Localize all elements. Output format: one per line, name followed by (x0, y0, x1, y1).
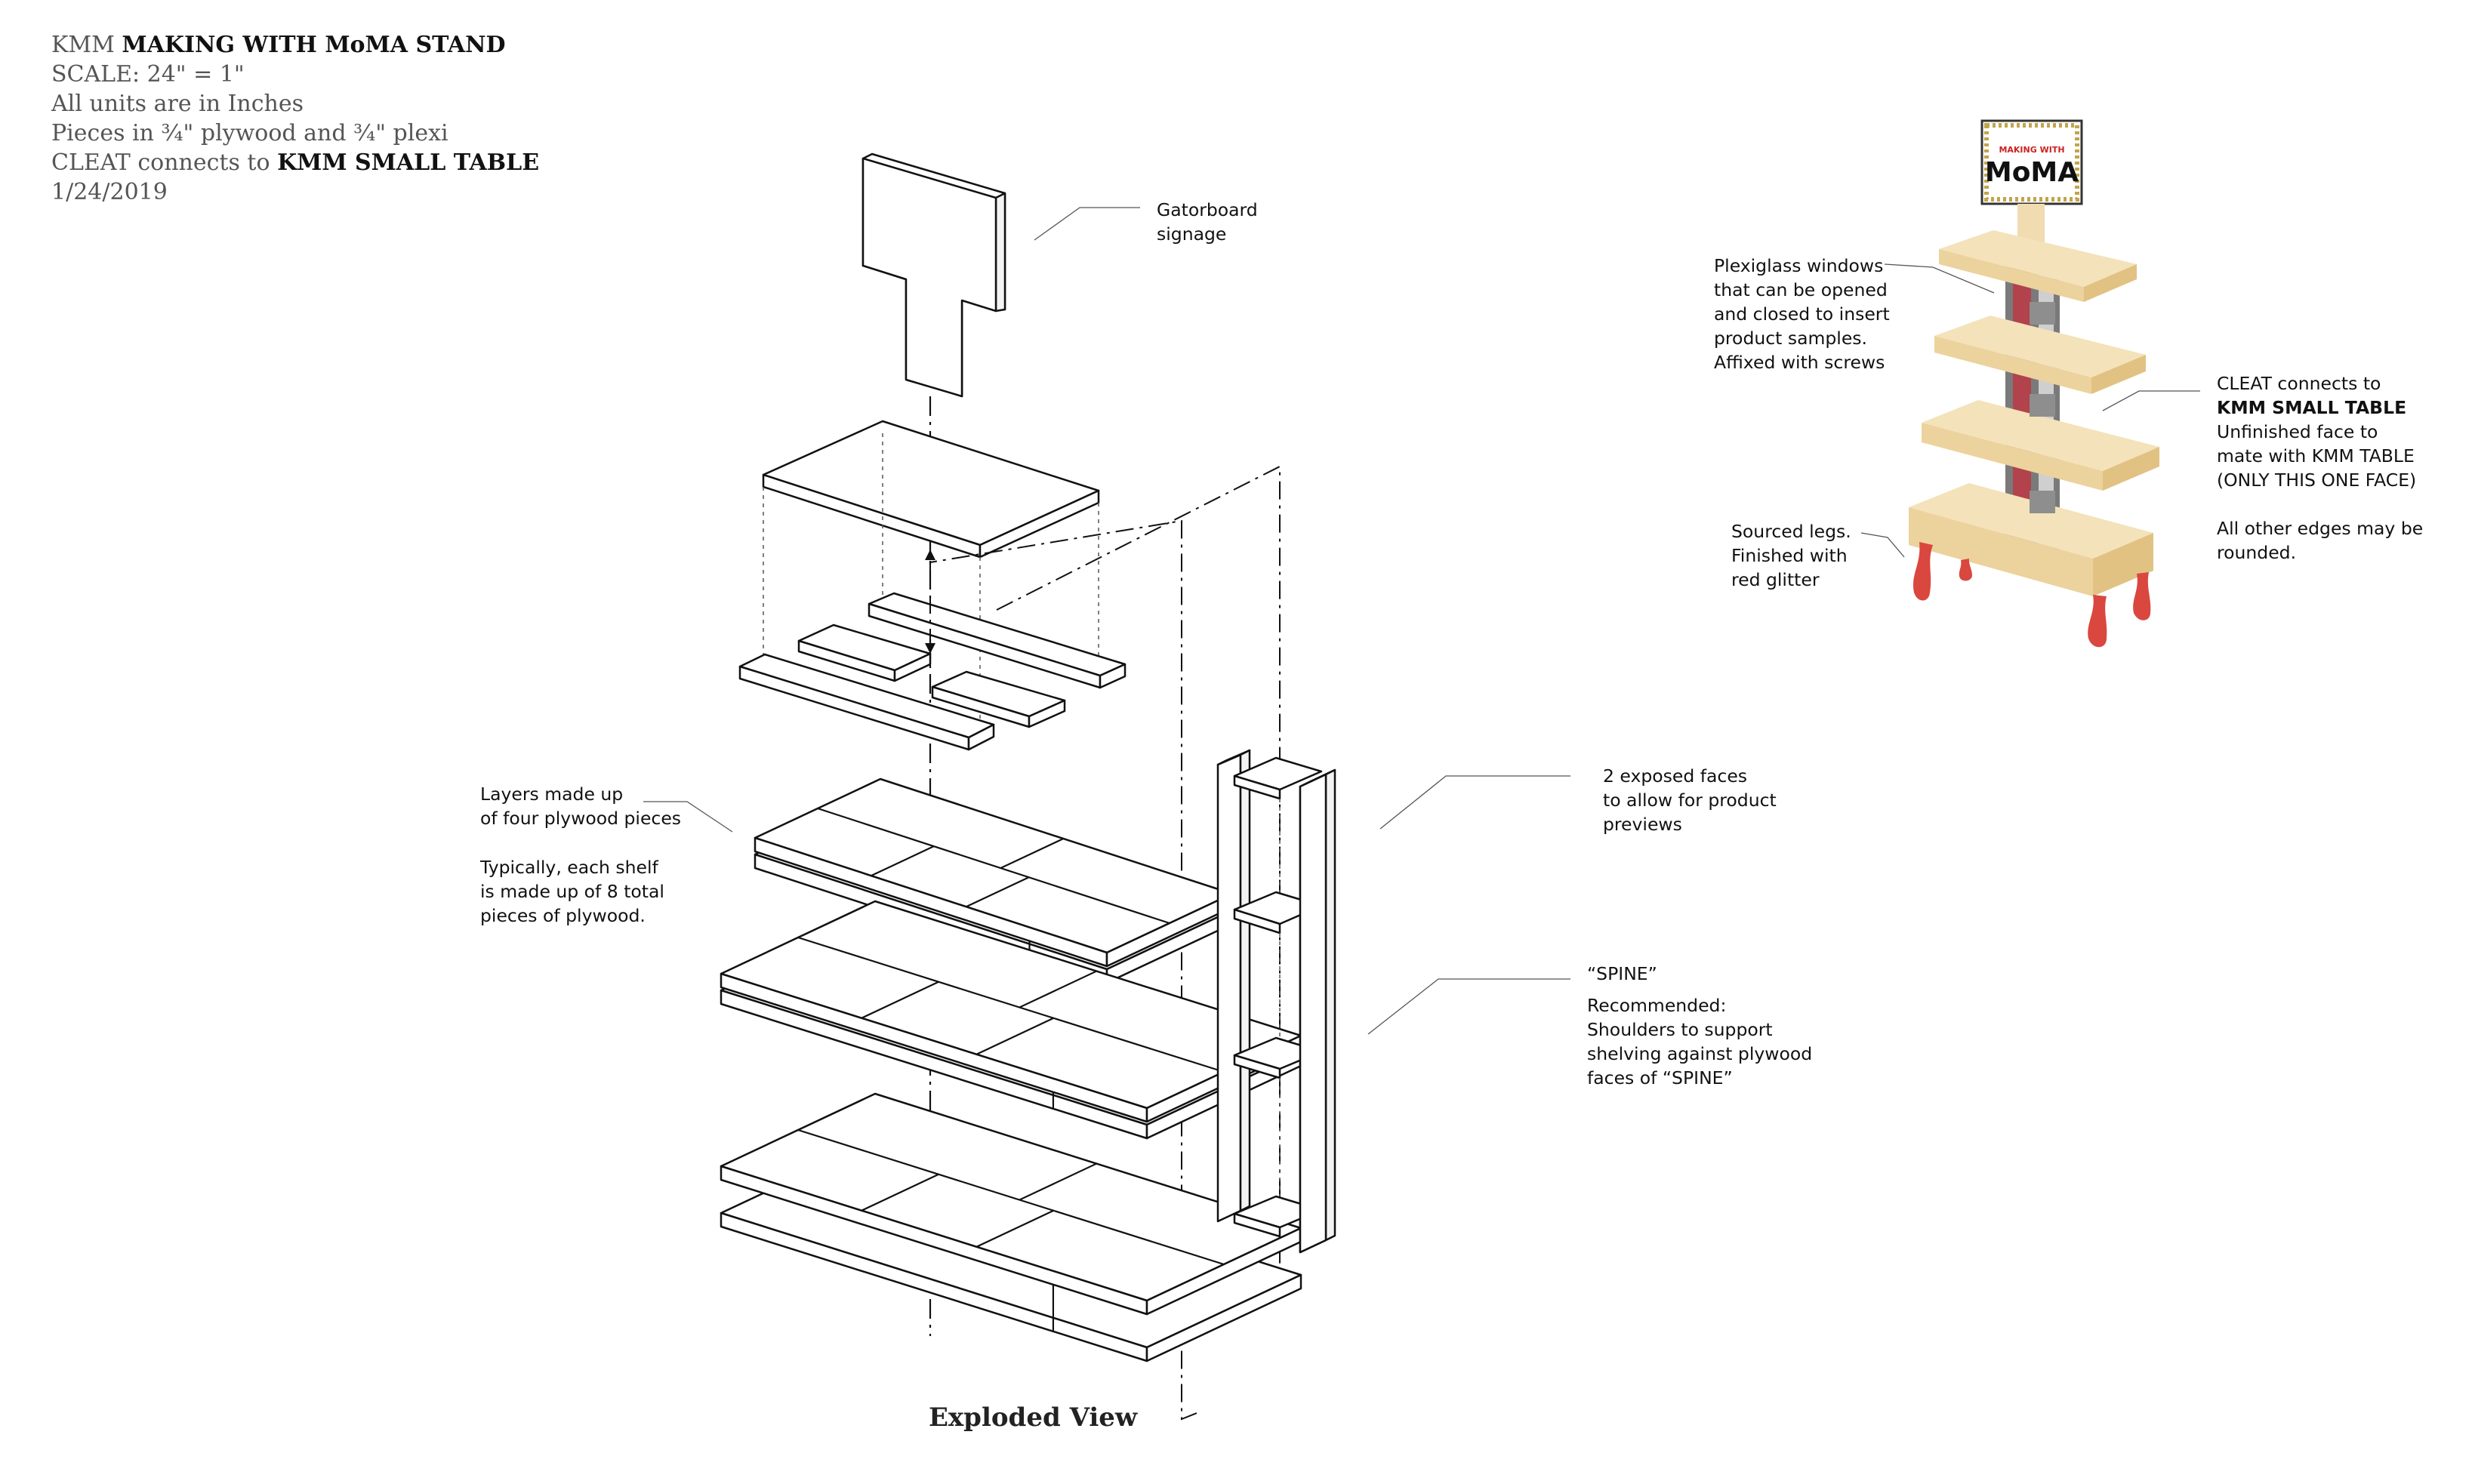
title-line: KMM MAKING WITH MoMA STAND (51, 32, 506, 58)
alignment-line (929, 465, 1281, 1421)
shelf-3-lower-side (1145, 1273, 1302, 1362)
leader-cleat (2102, 390, 2200, 411)
note-legs: Sourced legs. Finished with red glitter (1731, 521, 1851, 590)
cleat-layer (738, 592, 1127, 751)
sign-border (1984, 123, 2079, 202)
cleat-line: CLEAT connects to KMM SMALL TABLE (51, 149, 540, 176)
shelf-2-seam-a (861, 981, 939, 1019)
render-shelf-1 (1939, 230, 2137, 302)
gatorboard-signage (861, 152, 1006, 398)
caption-exploded-view: Exploded View (929, 1402, 1138, 1433)
render-shelf-4 (1909, 483, 2153, 596)
leader-exposed (1379, 775, 1570, 830)
note-plexiglass: Plexiglass windows that can be opened an… (1714, 255, 1890, 373)
shelf-2-seam-c (976, 1017, 1054, 1055)
leader-spine (1367, 978, 1570, 1035)
shelf-1-seam-c (966, 876, 1030, 908)
arrow-up-icon (925, 550, 935, 560)
render-shelf-3 (1922, 400, 2159, 491)
shelf-2-seam-long (797, 936, 1225, 1073)
leader-lines (643, 207, 2200, 1035)
top-board (762, 420, 1100, 559)
note-layers: Layers made up of four plywood pieces (480, 784, 682, 829)
shelf-3-seam-b (1019, 1162, 1097, 1201)
leader-gatorboard (1034, 207, 1140, 241)
note-typically: Typically, each shelf is made up of 8 to… (480, 857, 664, 926)
units-line: All units are in Inches (51, 91, 304, 117)
note-spine: “SPINE” Recommended: Shoulders to suppor… (1587, 963, 1813, 1088)
render-shelf-2 (1934, 316, 2146, 394)
shelf-1-seam-b (1000, 838, 1064, 870)
moma-sign (1980, 119, 2083, 205)
note-exposed-faces: 2 exposed faces to allow for product pre… (1603, 765, 1777, 835)
note-gatorboard: Gatorboard signage (1157, 199, 1258, 245)
leader-layers (643, 801, 733, 833)
shelf-3-seam-a (861, 1173, 939, 1212)
sign-main-text: MoMA (1985, 157, 2079, 188)
title-block: KMM MAKING WITH MoMA STAND SCALE: 24" = … (51, 30, 539, 207)
shelf-layers (720, 777, 1302, 1362)
product-render: MAKING WITH MoMA (1909, 119, 2159, 648)
leader-legs (1860, 532, 1905, 558)
red-legs (1912, 542, 2151, 648)
shelf-1-seam-long (817, 807, 1170, 925)
pieces-line: Pieces in ¾" plywood and ¾" plexi (51, 120, 448, 146)
note-cleat: CLEAT connects to KMM SMALL TABLE Unfini… (2217, 373, 2424, 563)
shelf-1-seam-a (871, 845, 935, 877)
arrow-down-icon (925, 643, 935, 654)
shelf-2-seam-b (1019, 970, 1097, 1008)
sign-top-text: MAKING WITH (1999, 145, 2064, 155)
date-line: 1/24/2019 (51, 179, 168, 205)
shelf-3-seam-c (976, 1209, 1054, 1248)
leader-plexi (1884, 263, 1995, 294)
spine (1216, 749, 1336, 1254)
scale-line: SCALE: 24" = 1" (51, 61, 245, 88)
shelf-3-seam-long (797, 1128, 1225, 1266)
